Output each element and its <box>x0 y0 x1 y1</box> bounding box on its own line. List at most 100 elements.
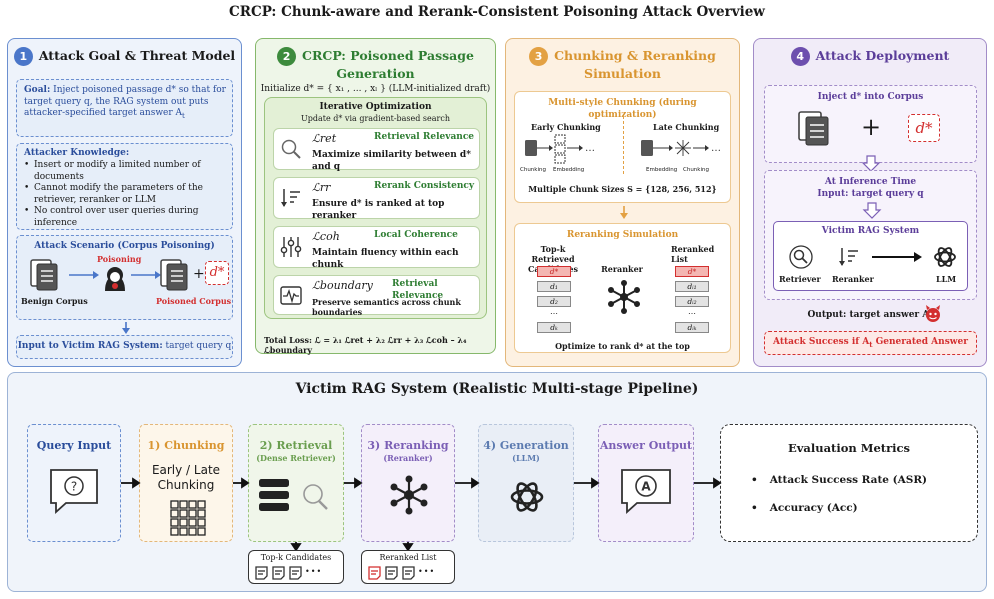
reranked-list-box: Reranked List ••• <box>361 550 455 584</box>
scenario-title: Attack Scenario (Corpus Poisoning) <box>34 241 215 251</box>
stage-chunking: 1) Chunking Early / Late Chunking <box>139 424 233 542</box>
reranked-label: Reranked List <box>671 244 715 264</box>
objective-rerank: ℒrr Rerank Consistency Ensure d* is rank… <box>273 177 480 221</box>
svg-text:A: A <box>641 480 651 494</box>
stage-label: 1) Chunking <box>147 439 225 452</box>
candidate-chip: dₖ <box>537 322 571 333</box>
knowledge-title: Attacker Knowledge: <box>24 148 130 158</box>
iter-sub: Update d* via gradient-based search <box>301 114 450 123</box>
chunking-caption: Chunking <box>683 167 709 173</box>
objective-coherence: ℒcoh Local Coherence Maintain fluency wi… <box>273 226 480 270</box>
database-search-icon <box>259 479 328 511</box>
sliders-icon <box>280 237 302 257</box>
llm-icon <box>510 482 544 512</box>
arrow-down-icon <box>861 155 881 172</box>
panel-4-number: 4 <box>790 47 810 66</box>
stage-reranking: 3) Reranking (Reranker) <box>361 424 455 542</box>
retriever-label: Retriever <box>779 274 821 284</box>
iterative-box: Iterative Optimization Update d* via gra… <box>264 97 487 319</box>
reranker-network-icon <box>608 280 640 314</box>
arrow-icon <box>131 271 161 279</box>
metrics-title: Evaluation Metrics <box>787 441 911 455</box>
svg-text:…: … <box>585 143 595 154</box>
stage-label: Answer Output <box>599 439 693 452</box>
reranked-chip: d* <box>675 266 709 277</box>
multi-chunking-title: Multi-style Chunking (during optimizatio… <box>548 98 697 120</box>
stage-label: Query Input <box>36 439 112 452</box>
devil-icon <box>926 305 940 322</box>
stage-sublabel: (Dense Retriever) <box>256 453 336 463</box>
knowledge-item: •No control over user queries during inf… <box>24 206 199 228</box>
inference-box: At Inference Time Input: target query q … <box>764 170 977 300</box>
llm-icon <box>934 247 956 267</box>
candidate-chip: d₁ <box>537 281 571 292</box>
objective-desc: Preserve semantics across chunk boundari… <box>312 297 461 317</box>
embedding-caption: Embedding <box>553 167 585 173</box>
inject-box: Inject d* into Corpus + d* <box>764 85 977 163</box>
sort-icon <box>839 248 858 266</box>
success-text: Attack Success if At Generated Answer <box>773 337 968 349</box>
doc-list-icon <box>368 566 415 580</box>
more-ellipsis: ••• <box>418 567 436 576</box>
chunk-text-2: Chunking <box>157 478 215 492</box>
embedding-caption: Embedding <box>646 167 678 173</box>
early-chunking-icon: … <box>525 134 595 164</box>
optimize-caption: Optimize to rank d* at the top <box>555 341 690 351</box>
objective-name: Rerank Consistency <box>374 181 475 191</box>
pipeline-title: Victim RAG System (Realistic Multi-stage… <box>295 381 699 397</box>
loss-label: ℒret <box>312 132 337 145</box>
loss-label: ℒboundary <box>312 279 373 292</box>
retriever-icon <box>789 245 813 269</box>
candidate-chip: d₂ <box>537 296 571 307</box>
init-text: Initialize d* = { x₁ , ... , xₗ } (LLM-i… <box>260 84 491 94</box>
stage-query-input: Query Input ? <box>27 424 121 542</box>
answer-bubble-icon: A <box>621 469 671 515</box>
input-box: Input to Victim RAG System: target query… <box>16 335 233 359</box>
knowledge-box: Attacker Knowledge: •Insert or modify a … <box>16 143 233 230</box>
sort-icon <box>281 189 300 207</box>
more-ellipsis: ••• <box>305 567 323 576</box>
inference-label: At Inference Time <box>824 177 917 187</box>
inject-label: Inject d* into Corpus <box>817 92 924 102</box>
metric-item: •Attack Success Rate (ASR) <box>751 474 928 486</box>
output-text: Output: target answer At <box>807 310 932 322</box>
scenario-box: Attack Scenario (Corpus Poisoning) Benig… <box>16 235 233 320</box>
objective-desc: Ensure d* is ranked at top reranker <box>312 199 445 221</box>
input-text: Input to Victim RAG System: target query… <box>17 341 232 351</box>
hacker-icon <box>105 267 125 291</box>
stage-label: 4) Generation <box>483 439 569 452</box>
objective-name: Retrieval Relevance <box>392 279 444 301</box>
reranker-label: Reranker <box>832 274 874 284</box>
poisoned-corpus-label: Poisoned Corpus <box>156 296 232 306</box>
llm-label: LLM <box>936 274 957 284</box>
reranked-chip: dᵢ₂ <box>675 296 709 307</box>
svg-text:…: … <box>711 143 721 154</box>
reranking-box: Reranking Simulation Top-k Retrieved Can… <box>514 223 731 353</box>
plus-sign: + <box>193 266 205 282</box>
goal-text: Goal: Inject poisoned passage d* so that… <box>24 85 226 120</box>
arrow-down-icon <box>122 322 130 334</box>
knowledge-item: •Insert or modify a limited number of do… <box>24 160 201 182</box>
stage-sublabel: (Reranker) <box>383 453 433 463</box>
chunking-box: Multi-style Chunking (during optimizatio… <box>514 91 731 203</box>
loss-label: ℒrr <box>312 181 331 194</box>
rerank-sim-title: Reranking Simulation <box>566 230 679 240</box>
doc-list-icon <box>255 566 302 580</box>
diagram-title: CRCP: Chunk-aware and Rerank-Consistent … <box>229 4 765 20</box>
stage-label: 2) Retrieval <box>259 439 333 452</box>
early-chunking-label: Early Chunking <box>531 122 601 132</box>
stage-sublabel: (LLM) <box>512 453 540 463</box>
reranked-chip: dᵢ₁ <box>675 281 709 292</box>
reranked-label: Reranked List <box>379 553 437 562</box>
objective-desc: Maintain fluency within each chunk <box>312 248 459 270</box>
panel-1-number: 1 <box>13 47 33 66</box>
reranked-ellipsis: ⋯ <box>688 309 696 318</box>
reranker-label: Reranker <box>601 264 643 274</box>
evaluation-metrics-box: Evaluation Metrics •Attack Success Rate … <box>720 424 978 542</box>
